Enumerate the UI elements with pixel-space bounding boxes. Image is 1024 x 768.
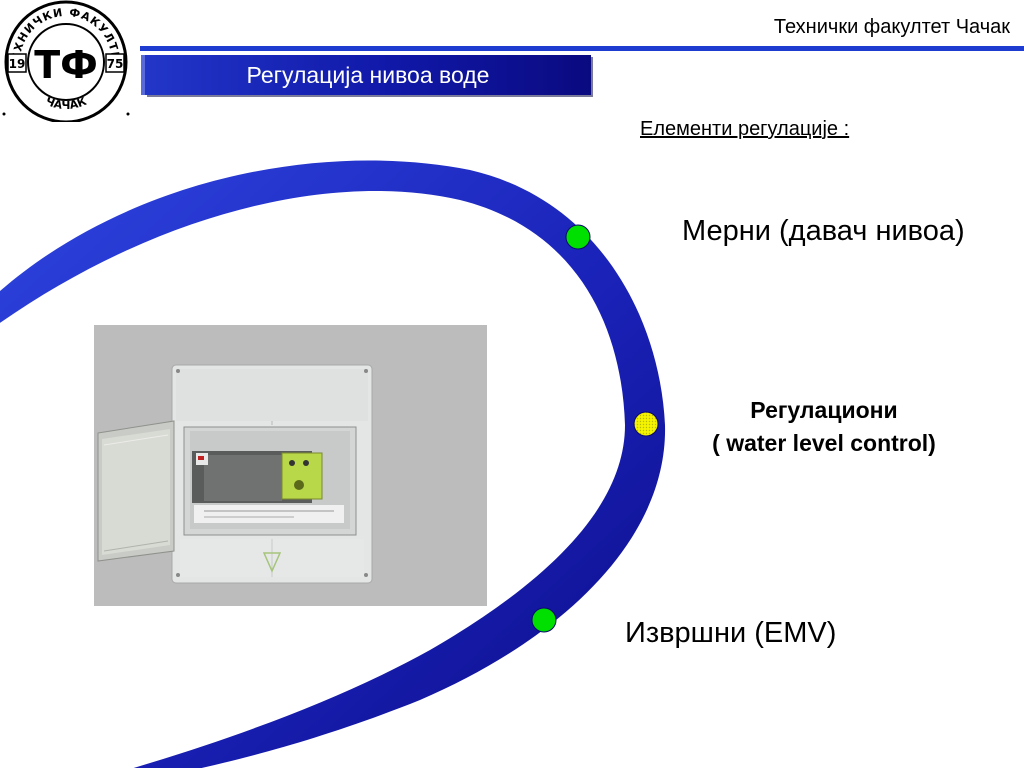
svg-text:ЧАЧАК: ЧАЧАК: [44, 95, 89, 112]
logo-year-right: 75: [107, 57, 124, 71]
element-measuring: Мерни (давач нивоа): [682, 215, 965, 247]
element-regulating: Регулациони ( water level control): [684, 394, 964, 460]
header-divider: [140, 46, 1024, 51]
logo-ring-text-bottom: ЧАЧАК: [44, 95, 89, 112]
logo-year-left: 19: [9, 57, 26, 71]
element-regulating-sublabel: ( water level control): [712, 430, 936, 456]
section-heading: Елементи регулације :: [640, 118, 850, 140]
logo-monogram: ТФ: [34, 43, 98, 87]
enclosure-photo: [94, 325, 487, 606]
slide-title-bar: Регулација нивоа воде: [141, 55, 591, 95]
faculty-logo: ТЕХНИЧКИ ФАКУЛТЕТ ЧАЧАК 19 75 ТФ: [0, 0, 130, 122]
element-regulating-label: Регулациони: [750, 397, 898, 423]
slide-title: Регулација нивоа воде: [246, 62, 490, 88]
element-executive: Извршни (EMV): [625, 617, 837, 649]
institution-name: Технички факултет Чачак: [773, 16, 1010, 38]
